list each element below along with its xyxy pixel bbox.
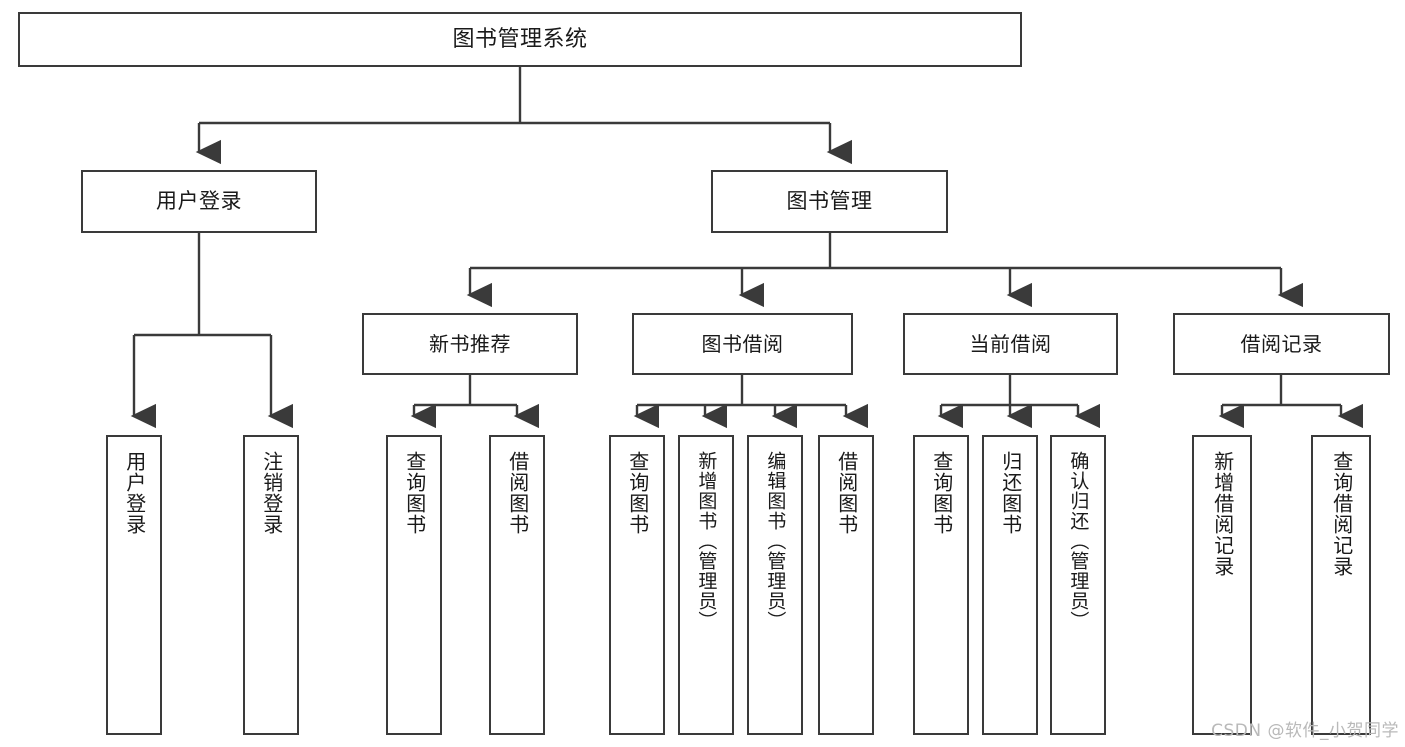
node-label: 查询图书 <box>402 451 427 535</box>
leaf-confirm-return-admin[interactable]: 确认归还（管理员） <box>1050 435 1106 735</box>
node-label: 编辑图书（管理员） <box>764 451 787 631</box>
node-borrow-record[interactable]: 借阅记录 <box>1173 313 1390 375</box>
leaf-query-book-current[interactable]: 查询图书 <box>913 435 969 735</box>
csdn-watermark: CSDN @软件_小贺同学 <box>1211 721 1399 741</box>
node-label: 当前借阅 <box>969 331 1052 356</box>
node-new-book-recommend[interactable]: 新书推荐 <box>362 313 578 375</box>
leaf-borrow-book-recommend[interactable]: 借阅图书 <box>489 435 545 735</box>
node-label: 新增图书（管理员） <box>695 451 718 631</box>
leaf-add-borrow-record[interactable]: 新增借阅记录 <box>1192 435 1252 735</box>
node-label: 借阅记录 <box>1240 331 1323 356</box>
node-label: 查询图书 <box>929 451 954 535</box>
leaf-query-borrow-record[interactable]: 查询借阅记录 <box>1311 435 1371 735</box>
node-label: 图书管理系统 <box>452 26 588 52</box>
node-label: 借阅图书 <box>834 451 859 535</box>
leaf-user-login[interactable]: 用户登录 <box>106 435 162 735</box>
node-label: 用户登录 <box>122 451 147 535</box>
node-label: 图书借阅 <box>701 331 784 356</box>
leaf-return-book[interactable]: 归还图书 <box>982 435 1038 735</box>
leaf-borrow-book[interactable]: 借阅图书 <box>818 435 874 735</box>
node-label: 新书推荐 <box>429 331 511 356</box>
node-label: 归还图书 <box>998 451 1023 535</box>
leaf-edit-book-admin[interactable]: 编辑图书（管理员） <box>747 435 803 735</box>
node-label: 查询图书 <box>625 451 650 535</box>
node-label: 新增借阅记录 <box>1210 451 1235 577</box>
leaf-logout[interactable]: 注销登录 <box>243 435 299 735</box>
node-book-borrow[interactable]: 图书借阅 <box>632 313 853 375</box>
leaf-query-book-borrow[interactable]: 查询图书 <box>609 435 665 735</box>
node-label: 确认归还（管理员） <box>1067 451 1090 631</box>
node-user-login[interactable]: 用户登录 <box>81 170 317 233</box>
node-book-management[interactable]: 图书管理 <box>711 170 948 233</box>
leaf-add-book-admin[interactable]: 新增图书（管理员） <box>678 435 734 735</box>
node-current-borrow[interactable]: 当前借阅 <box>903 313 1118 375</box>
node-root-system[interactable]: 图书管理系统 <box>18 12 1022 67</box>
node-label: 用户登录 <box>156 189 242 214</box>
node-label: 注销登录 <box>259 451 284 535</box>
leaf-query-book-recommend[interactable]: 查询图书 <box>386 435 442 735</box>
node-label: 图书管理 <box>786 189 873 214</box>
node-label: 借阅图书 <box>505 451 530 535</box>
node-label: 查询借阅记录 <box>1329 451 1354 577</box>
